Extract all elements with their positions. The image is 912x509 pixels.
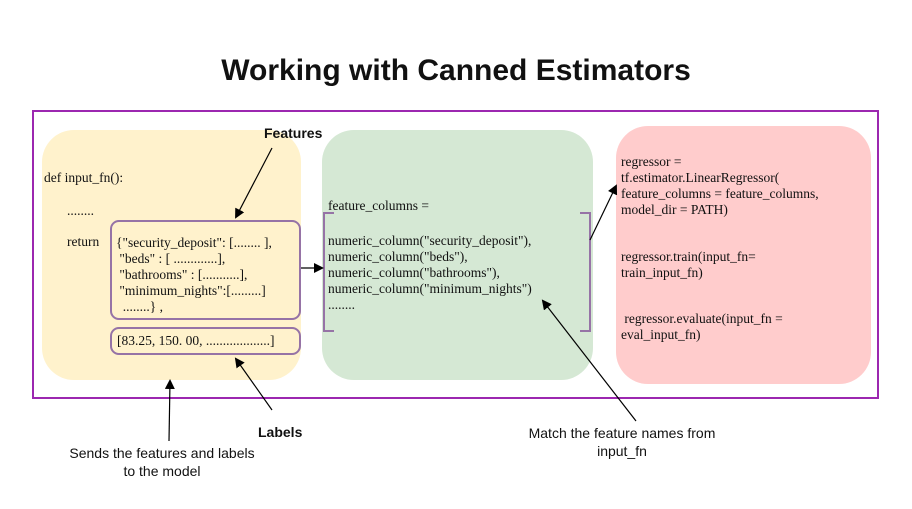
input-fn-panel [42, 130, 301, 380]
regressor-line-4: model_dir = PATH) [621, 202, 728, 217]
match-note-line-1: Match the feature names from [528, 425, 716, 441]
numeric-column-line-2: numeric_column("beds"), [328, 249, 468, 264]
match-note-line-2: input_fn [597, 443, 647, 459]
evaluate-line-1: regressor.evaluate(input_fn = [621, 311, 783, 326]
regressor-panel [616, 126, 871, 384]
match-note: Match the feature names from input_fn [497, 424, 747, 460]
features-line-2: "beds" : [ .............], [116, 251, 226, 266]
regressor-line-3: feature_columns = feature_columns, [621, 186, 819, 201]
features-line-1: {"security_deposit": [........ ], [116, 235, 272, 250]
train-line-2: train_input_fn) [621, 265, 703, 280]
numeric-column-line-5: ........ [328, 297, 355, 312]
sends-note-line-2: to the model [123, 463, 201, 479]
diagram-title: Working with Canned Estimators [221, 54, 691, 87]
return-keyword: return [67, 234, 100, 249]
feature-columns-panel [322, 130, 593, 380]
arrow-columns-to-regressor [589, 184, 618, 241]
regressor-line-2: tf.estimator.LinearRegressor( [621, 170, 780, 185]
feature-columns-header: feature_columns = [328, 198, 429, 213]
right-bracket [580, 212, 591, 332]
arrow-match-note [541, 299, 637, 422]
numeric-column-line-1: numeric_column("security_deposit"), [328, 233, 532, 248]
outer-frame [32, 110, 879, 399]
features-box [110, 220, 301, 320]
train-line-1: regressor.train(input_fn= [621, 249, 756, 264]
arrow-labels-label [234, 357, 273, 411]
regressor-line-1: regressor = [621, 154, 682, 169]
features-line-3: "bathrooms" : [...........], [116, 267, 248, 282]
features-line-5: ........} , [116, 299, 163, 314]
labels-box [110, 327, 301, 355]
labels-annotation: Labels [258, 424, 303, 440]
features-annotation: Features [264, 125, 323, 141]
features-line-4: "minimum_nights":[.........] [116, 283, 266, 298]
numeric-column-line-3: numeric_column("bathrooms"), [328, 265, 500, 280]
def-input-fn-line: def input_fn(): [44, 170, 124, 185]
evaluate-line-2: eval_input_fn) [621, 327, 701, 342]
dots-line: ........ [67, 203, 94, 218]
left-bracket [323, 212, 334, 332]
arrow-features-label [235, 147, 273, 219]
sends-note-line-1: Sends the features and labels [69, 445, 255, 461]
arrow-sends-note [164, 379, 175, 442]
numeric-column-line-4: numeric_column("minimum_nights") [328, 281, 532, 296]
labels-values: [83.25, 150. 00, ...................] [117, 333, 275, 348]
sends-note: Sends the features and labels to the mod… [40, 444, 284, 480]
